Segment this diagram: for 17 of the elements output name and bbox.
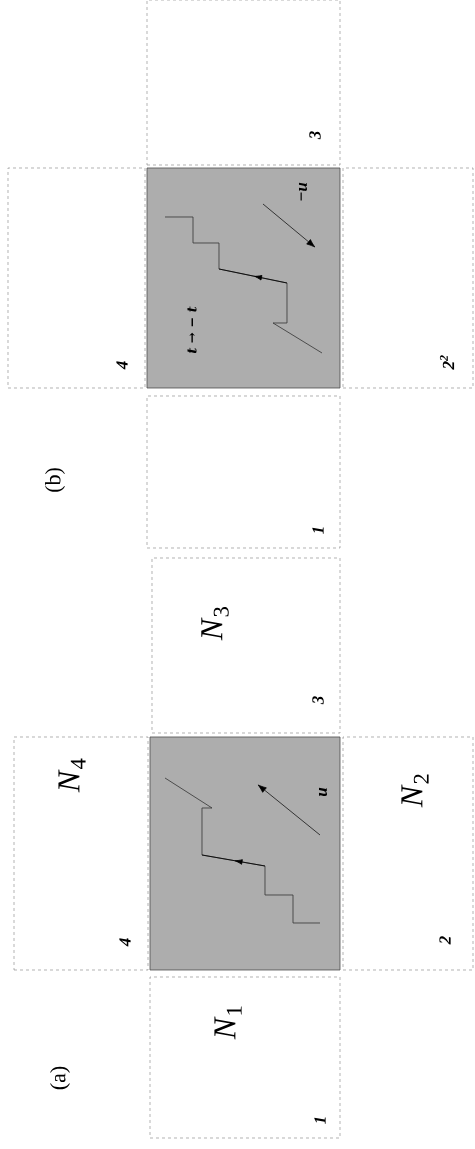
corner-number: 2$^{2}$ xyxy=(439,355,455,370)
corner-number: 3 xyxy=(309,131,321,140)
corner-number: 3 xyxy=(312,696,324,705)
corner-number: 2 xyxy=(439,936,451,945)
panel-label: (b) xyxy=(45,468,65,492)
corner-number: 1 xyxy=(314,1117,326,1124)
region-label: N$_{4}$ xyxy=(58,758,86,793)
corner-number: 1 xyxy=(312,527,324,534)
panel-label: (a) xyxy=(50,1066,70,1090)
region-label: N$_{2}$ xyxy=(401,774,429,808)
corner-number: 4 xyxy=(116,361,128,370)
vector-label: u xyxy=(319,787,327,797)
vector-label: −u xyxy=(299,182,307,201)
region-label: N$_{1}$ xyxy=(214,1006,242,1040)
region-label: N$_{3}$ xyxy=(201,607,229,641)
corner-number: 4 xyxy=(119,938,131,947)
symmetry-label: t → − t xyxy=(187,306,197,354)
